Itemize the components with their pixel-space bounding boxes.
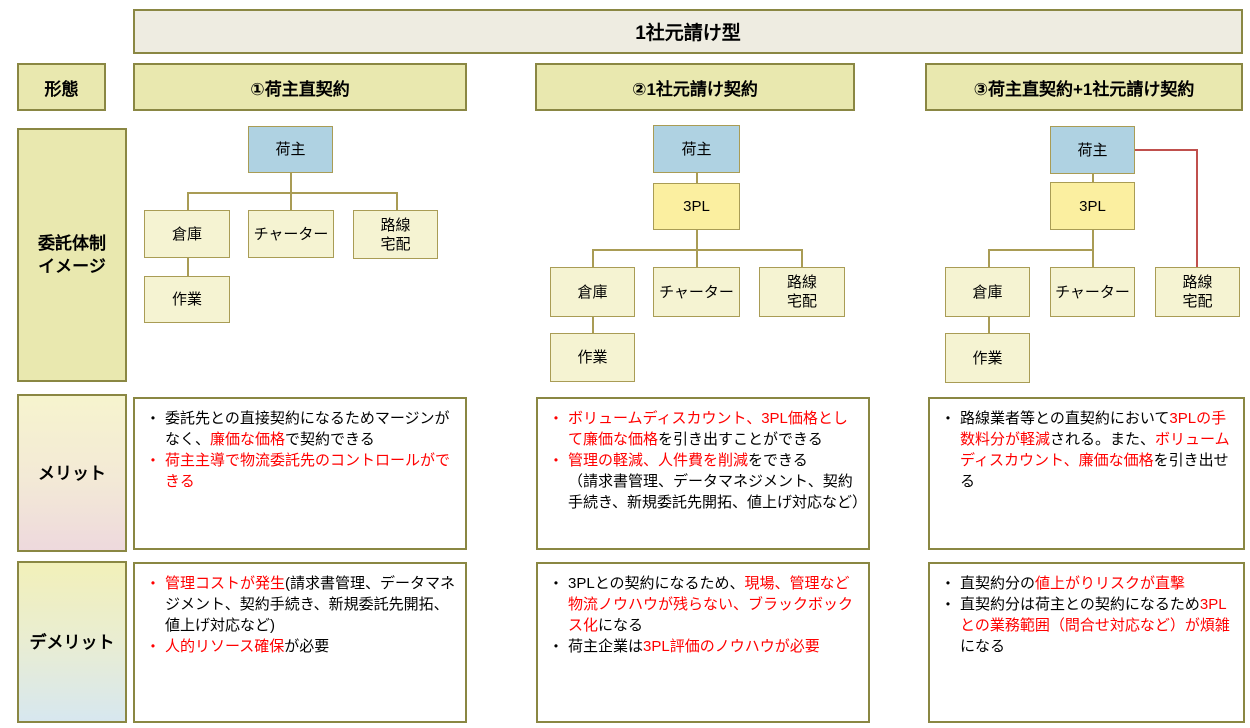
org1-warehouse-node: 倉庫 (144, 210, 230, 258)
bullet-text: 路線業者等との直契約において3PLの手数料分が軽減される。また、ボリュームディス… (960, 410, 1230, 490)
bullet-item: • 管理の軽減、人件費を削減をできる （請求書管理、データマネジメント、契約手続き… (544, 450, 867, 513)
org1-branch-line (187, 192, 398, 194)
org1-route-delivery-node: 路線 宅配 (353, 210, 438, 259)
org3-connector (988, 317, 990, 333)
org3-work-node: 作業 (945, 333, 1030, 383)
bullet-item: • 管理コストが発生(請求書管理、データマネジメント、契約手続き、新規委託先開拓、… (141, 573, 457, 636)
column-header-3: ③荷主直契約+1社元請け契約 (925, 63, 1243, 111)
bullet-text: 管理の軽減、人件費を削減をできる （請求書管理、データマネジメント、契約手続き、… (568, 452, 867, 511)
bullet-text: ボリュームディスカウント、3PL価格として廉価な価格を引き出すことができる (568, 410, 848, 448)
row-label-merit: メリット (17, 394, 127, 552)
org3-connector (1092, 230, 1094, 267)
column-header-2: ②1社元請け契約 (535, 63, 855, 111)
demerit-list-3: • 直契約分の値上がりリスクが直撃 • 直契約分は荷主との契約になるため3PLとの業務… (936, 573, 1235, 657)
org2-work-node: 作業 (550, 333, 635, 382)
org2-route-delivery-node: 路線 宅配 (759, 267, 845, 317)
demerit-list-2: • 3PLとの契約になるため、現場、管理など物流ノウハウが残らない、ブラックボック… (544, 573, 860, 657)
row-label-demerit: デメリット (17, 561, 127, 723)
bullet-text: 荷主主導で物流委託先のコントロールができる (165, 452, 451, 490)
bullet-text: 荷主企業は3PL評価のノウハウが必要 (568, 638, 820, 655)
org3-connector (988, 249, 990, 268)
org1-work-node: 作業 (144, 276, 230, 323)
org3-warehouse-node: 倉庫 (945, 267, 1030, 317)
bullet-item: • 直契約分の値上がりリスクが直撃 (936, 573, 1235, 594)
merit-list-3: • 路線業者等との直契約において3PLの手数料分が軽減される。また、ボリュームディ… (936, 408, 1235, 492)
org1-connector (187, 192, 189, 211)
merit-list-2: • ボリュームディスカウント、3PL価格として廉価な価格を引き出すことができる • 管… (544, 408, 867, 513)
bullet-item: • 人的リソース確保が必要 (141, 636, 457, 657)
org3-connector (1092, 174, 1094, 182)
org2-connector (696, 230, 698, 249)
bullet-item: • 3PLとの契約になるため、現場、管理など物流ノウハウが残らない、ブラックボック… (544, 573, 860, 636)
bullet-marker: • (553, 576, 559, 590)
bullet-marker: • (150, 411, 156, 425)
bullet-text: 直契約分は荷主との契約になるため3PLとの業務範囲（問合せ対応など）が煩雑になる (960, 596, 1230, 655)
org2-connector (592, 317, 594, 333)
bullet-item: • 荷主企業は3PL評価のノウハウが必要 (544, 636, 860, 657)
bullet-item: • 委託先との直接契約になるためマージンがなく、廉価な価格で契約できる (141, 408, 457, 450)
bullet-item: • 直契約分は荷主との契約になるため3PLとの業務範囲（問合せ対応など）が煩雑にな… (936, 594, 1235, 657)
bullet-marker: • (945, 576, 951, 590)
row-label-form: 形態 (17, 63, 106, 111)
org1-connector (187, 258, 189, 276)
bullet-marker: • (553, 411, 559, 425)
bullet-text: 人的リソース確保が必要 (165, 638, 330, 655)
org1-charter-node: チャーター (248, 210, 334, 258)
merit-cell-1: • 委託先との直接契約になるためマージンがなく、廉価な価格で契約できる • 荷主主導で… (133, 397, 467, 550)
demerit-cell-3: • 直契約分の値上がりリスクが直撃 • 直契約分は荷主との契約になるため3PLとの業務… (928, 562, 1245, 723)
merit-cell-3: • 路線業者等との直契約において3PLの手数料分が軽減される。また、ボリュームディ… (928, 397, 1245, 550)
row-label-structure: 委託体制 イメージ (17, 128, 127, 382)
bullet-text: 直契約分の値上がりリスクが直撃 (960, 575, 1186, 592)
merit-list-1: • 委託先との直接契約になるためマージンがなく、廉価な価格で契約できる • 荷主主導で… (141, 408, 457, 492)
org1-shipper-node: 荷主 (248, 126, 333, 173)
column-header-2-text: ②1社元請け契約 (632, 79, 758, 99)
bullet-text: 管理コストが発生(請求書管理、データマネジメント、契約手続き、新規委託先開拓、値… (165, 575, 456, 634)
org2-connector (696, 173, 698, 183)
column-header-1-text: ①荷主直契約 (250, 79, 350, 99)
banner-title-box: 1社元請け型 (133, 9, 1243, 54)
row-label-form-text: 形態 (44, 79, 79, 99)
org2-3pl-node: 3PL (653, 183, 740, 230)
bullet-marker: • (553, 639, 559, 653)
bullet-marker: • (553, 453, 559, 467)
column-header-3-text: ③荷主直契約+1社元請け契約 (973, 79, 1195, 99)
demerit-list-1: • 管理コストが発生(請求書管理、データマネジメント、契約手続き、新規委託先開拓、… (141, 573, 457, 657)
org2-connector (592, 249, 594, 268)
org3-branch-line (988, 249, 1094, 251)
bullet-item: • 荷主主導で物流委託先のコントロールができる (141, 450, 457, 492)
org1-connector (290, 173, 292, 192)
org1-connector (290, 192, 292, 211)
org3-direct-contract-line-red (1135, 149, 1198, 151)
org2-warehouse-node: 倉庫 (550, 267, 635, 317)
org3-direct-contract-line-red (1196, 149, 1198, 267)
banner-title: 1社元請け型 (635, 23, 741, 44)
merit-cell-2: • ボリュームディスカウント、3PL価格として廉価な価格を引き出すことができる • 管… (536, 397, 870, 550)
bullet-text: 委託先との直接契約になるためマージンがなく、廉価な価格で契約できる (165, 410, 450, 448)
bullet-item: • 路線業者等との直契約において3PLの手数料分が軽減される。また、ボリュームディ… (936, 408, 1235, 492)
org3-route-delivery-node: 路線 宅配 (1155, 267, 1240, 317)
org2-charter-node: チャーター (653, 267, 740, 317)
demerit-cell-2: • 3PLとの契約になるため、現場、管理など物流ノウハウが残らない、ブラックボック… (536, 562, 870, 723)
column-header-1: ①荷主直契約 (133, 63, 467, 111)
org3-3pl-node: 3PL (1050, 182, 1135, 230)
org2-connector (696, 249, 698, 268)
bullet-item: • ボリュームディスカウント、3PL価格として廉価な価格を引き出すことができる (544, 408, 860, 450)
bullet-marker: • (150, 453, 156, 467)
org2-connector (801, 249, 803, 268)
org3-charter-node: チャーター (1050, 267, 1135, 317)
bullet-marker: • (150, 576, 156, 590)
bullet-marker: • (150, 639, 156, 653)
bullet-marker: • (945, 597, 951, 611)
bullet-marker: • (945, 411, 951, 425)
org2-shipper-node: 荷主 (653, 125, 740, 173)
org3-shipper-node: 荷主 (1050, 126, 1135, 174)
bullet-text: 3PLとの契約になるため、現場、管理など物流ノウハウが残らない、ブラックボックス… (568, 575, 854, 634)
demerit-cell-1: • 管理コストが発生(請求書管理、データマネジメント、契約手続き、新規委託先開拓、… (133, 562, 467, 723)
org1-connector (396, 192, 398, 211)
